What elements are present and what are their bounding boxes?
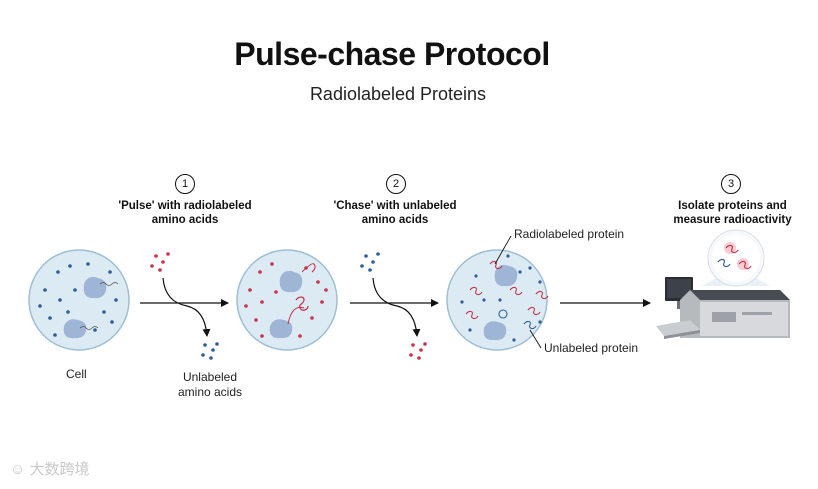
page-subtitle: Radiolabeled Proteins bbox=[309, 84, 487, 104]
step-3-number: 3 bbox=[721, 174, 741, 194]
step-2-number: 2 bbox=[386, 174, 406, 194]
step-2-label-line1: 'Chase' with unlabeled bbox=[333, 200, 457, 212]
cell-label: Cell bbox=[66, 367, 87, 381]
step-2-label-line2: amino acids bbox=[361, 214, 429, 226]
unlabeled-amino-line1: Unlabeled bbox=[182, 370, 238, 384]
unlabeled-amino-line2: amino acids bbox=[177, 385, 243, 399]
radiolabeled-protein-label: Radiolabeled protein bbox=[514, 227, 625, 241]
nucleus-1a bbox=[83, 276, 107, 299]
step-3-label-line1: Isolate proteins and bbox=[678, 200, 787, 212]
washed-out-amino-acids bbox=[201, 342, 219, 360]
arrow-2-branch bbox=[372, 277, 421, 337]
step-1-label-line2: amino acids bbox=[151, 214, 219, 226]
step-3-label-line2: measure radioactivity bbox=[673, 214, 792, 226]
cell-2 bbox=[236, 249, 338, 351]
chase-amino-acids bbox=[360, 252, 380, 272]
zoom-bubble bbox=[702, 229, 770, 287]
step-1-number: 1 bbox=[175, 174, 195, 194]
radiolabeled-pointer bbox=[494, 235, 512, 265]
unlabeled-amino-acids-label: Unlabeled amino acids bbox=[160, 370, 260, 400]
pulse-amino-acids bbox=[150, 252, 170, 272]
step-3-label: Isolate proteins and measure radioactivi… bbox=[650, 199, 815, 227]
step-2-label: 'Chase' with unlabeled amino acids bbox=[310, 199, 480, 227]
page-title: Pulse-chase Protocol bbox=[234, 36, 550, 72]
step-1-label: 'Pulse' with radiolabeled amino acids bbox=[100, 199, 270, 227]
cell-3 bbox=[446, 249, 549, 351]
step-1-label-line1: 'Pulse' with radiolabeled bbox=[118, 200, 252, 212]
nucleus-1b bbox=[63, 319, 87, 339]
arrow-1-branch bbox=[162, 277, 211, 337]
unlabeled-pointer bbox=[529, 329, 542, 349]
cell-1 bbox=[28, 249, 130, 351]
unlabeled-protein-label: Unlabeled protein bbox=[544, 341, 639, 355]
scintillation-counter bbox=[656, 277, 790, 339]
watermark: ☺ 大数跨境 bbox=[10, 458, 90, 479]
watermark-logo-icon: ☺ bbox=[10, 461, 26, 478]
washed-out-radiolabeled bbox=[409, 342, 427, 360]
watermark-text: 大数跨境 bbox=[29, 461, 90, 478]
